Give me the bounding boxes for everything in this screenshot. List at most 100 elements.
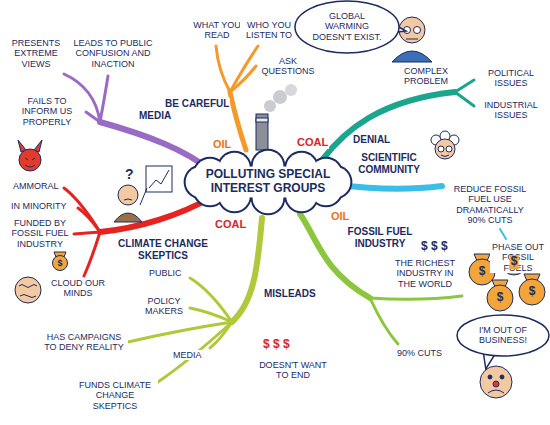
branch-label: BE CAREFUL bbox=[164, 98, 230, 110]
sad-face-part bbox=[488, 390, 504, 393]
skeptic-figure-part bbox=[118, 185, 138, 205]
map-note: PRESENTS EXTREME VIEWS bbox=[6, 38, 66, 69]
skeptic-figure-part bbox=[114, 213, 142, 222]
map-note: CLOUD OUR MINDS bbox=[48, 278, 108, 299]
cloud-core bbox=[201, 166, 335, 198]
smokestack-part bbox=[264, 100, 276, 112]
sad-face-part bbox=[488, 375, 492, 379]
skeptics-branch-part bbox=[100, 198, 210, 232]
scientist-figure-part bbox=[441, 155, 449, 157]
media-branch-part bbox=[100, 122, 210, 170]
misleads-branch-part bbox=[128, 322, 232, 342]
money-signs: $ $ $ bbox=[262, 338, 291, 352]
media-branch-part bbox=[100, 76, 108, 122]
bubble-join bbox=[483, 350, 497, 353]
careful-branch-part bbox=[230, 46, 258, 92]
sad-face-part bbox=[493, 381, 499, 387]
science-branch-part bbox=[338, 185, 442, 189]
foggy-face-part bbox=[15, 277, 41, 303]
sad-face-part bbox=[480, 366, 512, 398]
skeptic-figure-part bbox=[149, 170, 169, 188]
skeptic-figure bbox=[114, 166, 172, 222]
science-branch-part bbox=[500, 229, 506, 239]
denial-branch-part bbox=[455, 80, 474, 92]
map-note: IN MINORITY bbox=[10, 201, 68, 211]
map-note: INDUSTRIAL ISSUES bbox=[478, 100, 544, 121]
map-note: POLICY MAKERS bbox=[140, 296, 188, 317]
money-bag-small-part bbox=[53, 256, 68, 271]
devil-figure-part bbox=[19, 149, 41, 171]
map-note: DOESN'T WANT TO END bbox=[256, 360, 330, 381]
map-note: COMPLEX PROBLEM bbox=[396, 66, 456, 87]
branch-label: MEDIA bbox=[138, 110, 172, 122]
map-note: HAS CAMPAIGNS TO DENY REALITY bbox=[40, 332, 128, 353]
map-note: LEADS TO PUBLIC CONFUSION AND INACTION bbox=[66, 38, 160, 69]
smokestack-part bbox=[256, 114, 268, 150]
devil-figure bbox=[18, 140, 42, 171]
money-bags-part bbox=[519, 279, 545, 305]
branch-label: FOSSIL FUEL INDUSTRY bbox=[338, 226, 422, 249]
bubble-body bbox=[295, 1, 399, 53]
map-note: FAILS TO INFORM US PROPERLY bbox=[10, 96, 84, 127]
media-branch bbox=[64, 74, 210, 170]
denial-branch-part bbox=[322, 92, 455, 160]
map-note: THE RICHEST INDUSTRY IN THE WORLD bbox=[388, 258, 462, 289]
question-mark: ? bbox=[124, 166, 135, 182]
money-sign: $ bbox=[510, 255, 519, 269]
money-bags-part bbox=[487, 285, 513, 311]
smokestack-part bbox=[256, 118, 268, 122]
speech-bubble: GLOBAL WARMING DOESN'T EXIST. bbox=[298, 4, 396, 50]
speech-bubble: I'M OUT OF BUSINESS! bbox=[460, 318, 546, 353]
central-cloud: POLLUTING SPECIAL INTEREST GROUPS bbox=[191, 158, 345, 206]
careful-branch-part bbox=[230, 92, 246, 150]
smokestack bbox=[256, 84, 297, 150]
careful-branch-part bbox=[216, 46, 230, 92]
money-sign: $ bbox=[478, 265, 487, 279]
misleads-branch-part bbox=[158, 322, 232, 382]
scientist-figure-part bbox=[446, 146, 452, 152]
map-note: MEDIA bbox=[172, 350, 203, 360]
node-text: POLLUTING SPECIAL INTEREST GROUPS bbox=[202, 168, 334, 196]
denier-figure-part bbox=[414, 27, 421, 34]
skeptic-figure-part bbox=[124, 199, 132, 200]
fuel-word: OIL bbox=[212, 138, 232, 151]
skeptics-branch-part bbox=[78, 208, 100, 232]
misleads-branch-part bbox=[190, 308, 232, 322]
branch-label: DENIAL bbox=[352, 134, 391, 146]
map-note: PUBLIC bbox=[148, 268, 183, 278]
map-note: ASK QUESTIONS bbox=[258, 56, 318, 77]
bubble-body bbox=[457, 315, 549, 356]
money-signs: $ $ $ bbox=[420, 240, 449, 254]
denial-branch-part bbox=[455, 92, 474, 106]
denier-figure-part bbox=[392, 51, 432, 62]
skeptics-branch-part bbox=[84, 232, 100, 276]
denial-branch bbox=[322, 80, 474, 160]
money-bag-small bbox=[53, 252, 68, 271]
fuel-word: OIL bbox=[330, 210, 350, 223]
misleads-branch-part bbox=[232, 218, 262, 322]
industry-branch bbox=[300, 214, 462, 344]
cloud-edge bbox=[186, 151, 351, 214]
cloud-fill bbox=[186, 151, 351, 214]
map-note: 90% CUTS bbox=[396, 348, 443, 358]
branch-label: CLIMATE CHANGE SKEPTICS bbox=[112, 238, 214, 261]
money-sign: $ bbox=[528, 285, 537, 299]
map-note: AMMORAL bbox=[12, 181, 60, 191]
branch-label: SCIENTIFIC COMMUNITY bbox=[346, 152, 432, 175]
node-text: I'M OUT OF BUSINESS! bbox=[470, 325, 536, 346]
map-note: WHO YOU LISTEN TO bbox=[240, 20, 298, 41]
scientist-figure-part bbox=[438, 146, 444, 152]
careful-branch-part bbox=[230, 66, 256, 92]
bubble-join bbox=[387, 21, 390, 33]
skeptics-branch bbox=[64, 188, 210, 276]
foggy-face-part bbox=[19, 285, 37, 298]
skeptic-figure-part bbox=[146, 166, 172, 192]
map-note: POLITICAL ISSUES bbox=[478, 68, 544, 89]
map-note: FUNDS CLIMATE CHANGE SKEPTICS bbox=[72, 380, 158, 411]
fuel-word: COAL bbox=[214, 218, 247, 231]
smokestack-part bbox=[273, 90, 287, 104]
node-text: GLOBAL WARMING DOESN'T EXIST. bbox=[309, 11, 385, 42]
sad-face bbox=[480, 366, 512, 398]
industry-branch-part bbox=[370, 298, 398, 344]
